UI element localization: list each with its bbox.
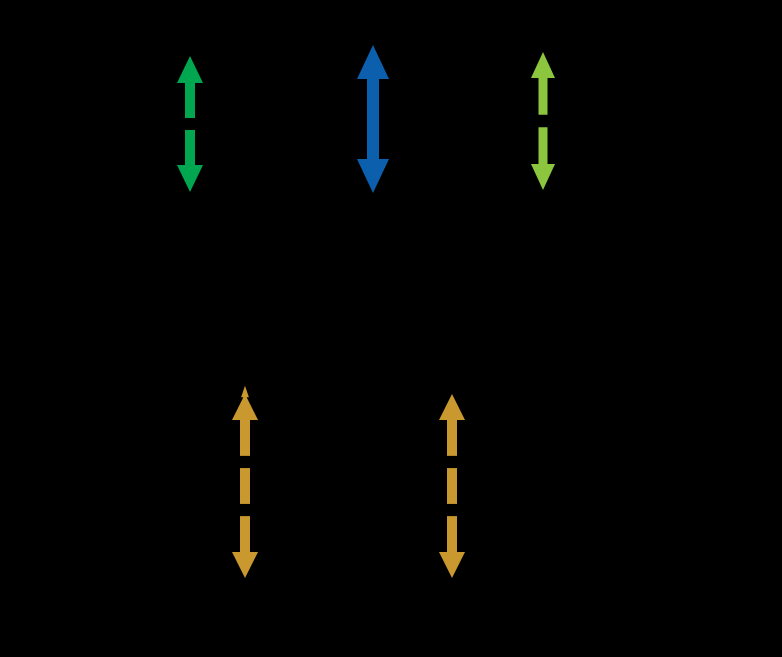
blue-double-arrow[interactable] <box>357 45 389 193</box>
light-green-double-arrow-shaft-dash <box>538 127 548 164</box>
ochre-double-arrow-left[interactable] <box>232 385 258 578</box>
ochre-double-arrow-right[interactable] <box>439 394 465 578</box>
ochre-double-arrow-right-shaft-dash <box>447 516 457 552</box>
green-double-arrow-shaft-dash <box>185 83 195 119</box>
green-double-arrow[interactable] <box>177 56 203 192</box>
ochre-double-arrow-left-shaft-dash <box>240 516 250 552</box>
ochre-double-arrow-left-shaft-dash <box>240 420 250 456</box>
ochre-double-arrow-right-head-top-icon <box>439 394 465 420</box>
blue-double-arrow-head-top-icon <box>357 45 389 79</box>
light-green-double-arrow-head-top-icon <box>531 52 555 78</box>
blue-double-arrow-head-bottom-icon <box>357 159 389 193</box>
green-double-arrow-head-top-icon <box>177 56 203 83</box>
ochre-double-arrow-left-head-top-icon <box>232 394 258 420</box>
green-double-arrow-head-bottom-icon <box>177 165 203 192</box>
green-double-arrow-shaft-dash <box>185 129 195 165</box>
blue-double-arrow-shaft <box>367 79 379 159</box>
light-green-double-arrow-head-bottom-icon <box>531 164 555 190</box>
light-green-double-arrow-shaft-dash <box>538 78 548 115</box>
ochre-double-arrow-left-shaft-dash <box>240 468 250 504</box>
ochre-double-arrow-right-shaft-dash <box>447 420 457 456</box>
ochre-double-arrow-right-head-bottom-icon <box>439 552 465 578</box>
ochre-double-arrow-left-head-bottom-icon <box>232 552 258 578</box>
ochre-double-arrow-left-head-top-tip-icon <box>241 385 249 398</box>
ochre-double-arrow-right-shaft-dash <box>447 468 457 504</box>
light-green-double-arrow[interactable] <box>531 52 555 190</box>
